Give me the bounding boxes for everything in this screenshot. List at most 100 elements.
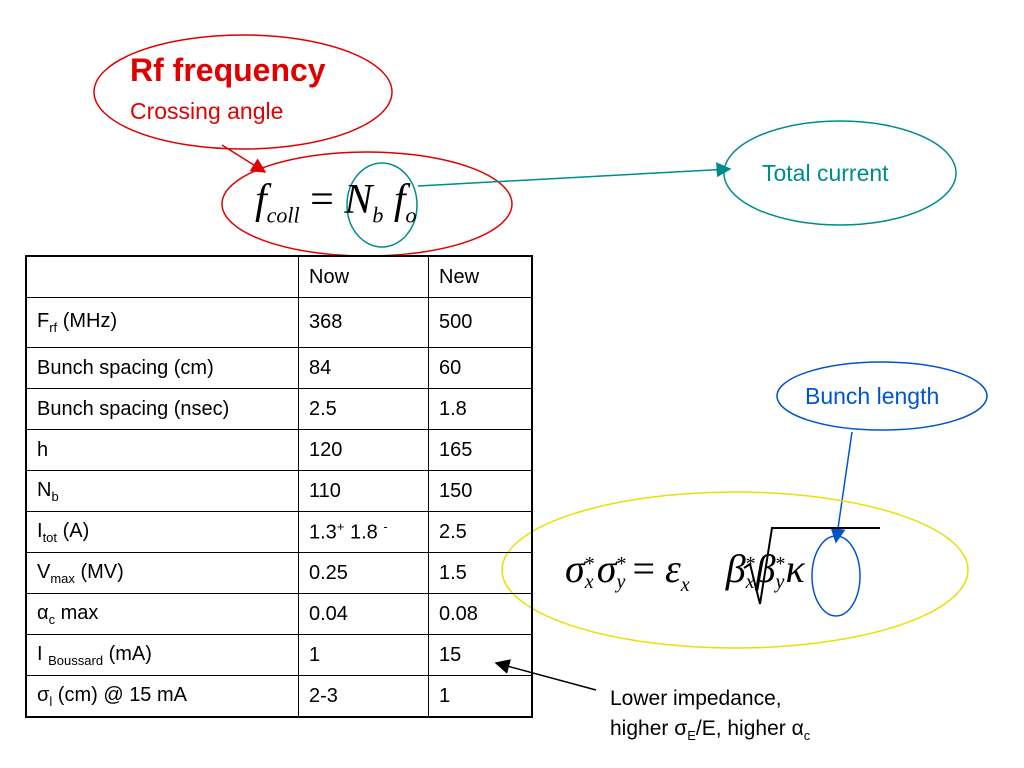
value-now-cell: 368 xyxy=(298,297,429,348)
param-label-main: Bunch spacing (cm) xyxy=(37,356,214,379)
param-label-main: I xyxy=(37,519,43,542)
formula1-b-sub: b xyxy=(372,202,384,228)
value-new-cell: 0.08 xyxy=(428,593,533,635)
param-label-main: N xyxy=(37,478,52,501)
param-label-tail: max xyxy=(55,601,99,624)
value-now-cell: 0.04 xyxy=(298,593,429,635)
value-now-part: - xyxy=(383,519,388,535)
param-label-main: h xyxy=(37,438,49,461)
total-current-label: Total current xyxy=(762,160,889,186)
note-text-a: higher xyxy=(610,717,675,740)
param-label-sub: c xyxy=(48,611,56,627)
header-cell-new: New xyxy=(428,255,533,298)
value-now-cell: 2.5 xyxy=(298,388,429,430)
param-label-sub: max xyxy=(50,570,75,586)
param-label-main: I xyxy=(37,642,49,665)
f2-epsilon: ε xyxy=(665,546,681,591)
f2-kappa: κ xyxy=(785,546,805,591)
param-label-cell: Bunch spacing (cm) xyxy=(25,347,299,389)
param-label-main: F xyxy=(37,310,50,332)
value-new-cell: 165 xyxy=(428,429,533,471)
param-label-sub: tot xyxy=(42,529,58,545)
f2-star: * xyxy=(584,552,595,575)
formula1-N: N xyxy=(344,177,373,223)
value-now-part: 1.8 xyxy=(344,521,384,544)
bunch-length-arrow xyxy=(830,431,853,544)
value-now-cell: 1.3+ 1.8 - xyxy=(298,511,429,553)
f2-x-sub: x xyxy=(584,570,594,593)
f2-sigma-y: σ xyxy=(596,546,617,591)
f2-y-sub: y xyxy=(616,570,626,593)
beta-y-circle xyxy=(811,535,861,617)
rf-arrow xyxy=(221,144,267,173)
param-label-cell: Itot (A) xyxy=(25,511,299,553)
value-now-cell: 2-3 xyxy=(298,675,429,718)
note-line-1: Lower impedance, xyxy=(610,687,782,710)
param-label-tail: (mA) xyxy=(103,642,152,665)
value-new-cell: 500 xyxy=(428,297,533,348)
value-now-cell: 1 xyxy=(298,634,429,676)
param-label-cell: I Boussard (mA) xyxy=(25,634,299,676)
sqrt-sign xyxy=(743,527,880,605)
value-new-cell: 15 xyxy=(428,634,533,676)
collision-frequency-formula: fcoll = Nb fo xyxy=(255,176,417,228)
param-label-main: σ xyxy=(37,683,50,706)
nb-circle xyxy=(346,162,418,248)
note-sub-e: E xyxy=(687,728,696,744)
param-label-cell: αc max xyxy=(25,593,299,635)
header-cell-now: Now xyxy=(298,255,429,298)
rf-frequency-title: Rf frequency xyxy=(130,52,326,88)
table-row: Itot (A)1.3+ 1.8 -2.5 xyxy=(25,511,533,553)
total-current-ellipse xyxy=(723,120,957,226)
param-label-cell: Bunch spacing (nsec) xyxy=(25,388,299,430)
param-label-main: V xyxy=(37,560,51,583)
value-new-cell: 1.8 xyxy=(428,388,533,430)
formula1-equals: = xyxy=(310,177,334,223)
param-label-tail: (MV) xyxy=(74,560,124,583)
param-label-tail: (MHz) xyxy=(57,310,118,332)
value-new-cell: 1 xyxy=(428,675,533,718)
crossing-angle-subtitle: Crossing angle xyxy=(130,98,284,124)
param-label-sub: l xyxy=(49,693,53,709)
rf-frequency-ellipse xyxy=(93,34,393,150)
f2-beta-x: β xyxy=(725,546,746,591)
formula1-coll-sub: coll xyxy=(266,202,300,228)
f2-sigma-x: σ xyxy=(565,546,585,591)
f2-x-sub: x xyxy=(680,574,690,596)
value-new-cell: 150 xyxy=(428,470,533,512)
f2-star: * xyxy=(775,552,786,575)
formula1-fo: f xyxy=(393,177,406,223)
value-now-cell: 84 xyxy=(298,347,429,389)
table-header-row: Now New xyxy=(25,255,533,298)
param-label-cell: Frf (MHz) xyxy=(25,297,299,348)
param-label-main: Bunch spacing (nsec) xyxy=(37,397,230,420)
f2-star: * xyxy=(616,552,627,575)
note-alpha: α xyxy=(791,717,804,740)
value-now-cell: 110 xyxy=(298,470,429,512)
value-new-cell: 1.5 xyxy=(428,552,533,594)
param-label-sub: Boussard xyxy=(48,652,104,668)
bunch-length-ellipse xyxy=(776,361,988,431)
f2-beta-y: β xyxy=(755,546,776,591)
param-label-cell: Vmax (MV) xyxy=(25,552,299,594)
param-label-cell: h xyxy=(25,429,299,471)
total-current-arrow xyxy=(417,162,732,187)
param-label-cell: Nb xyxy=(25,470,299,512)
param-label-main: α xyxy=(37,601,49,624)
value-new-cell: 2.5 xyxy=(428,511,533,553)
value-now-cell: 120 xyxy=(298,429,429,471)
value-now-part: + xyxy=(336,519,345,535)
formula1-f: f xyxy=(255,177,267,223)
param-label-cell: σl (cm) @ 15 mA xyxy=(25,675,299,718)
param-label-tail: (A) xyxy=(57,519,90,542)
